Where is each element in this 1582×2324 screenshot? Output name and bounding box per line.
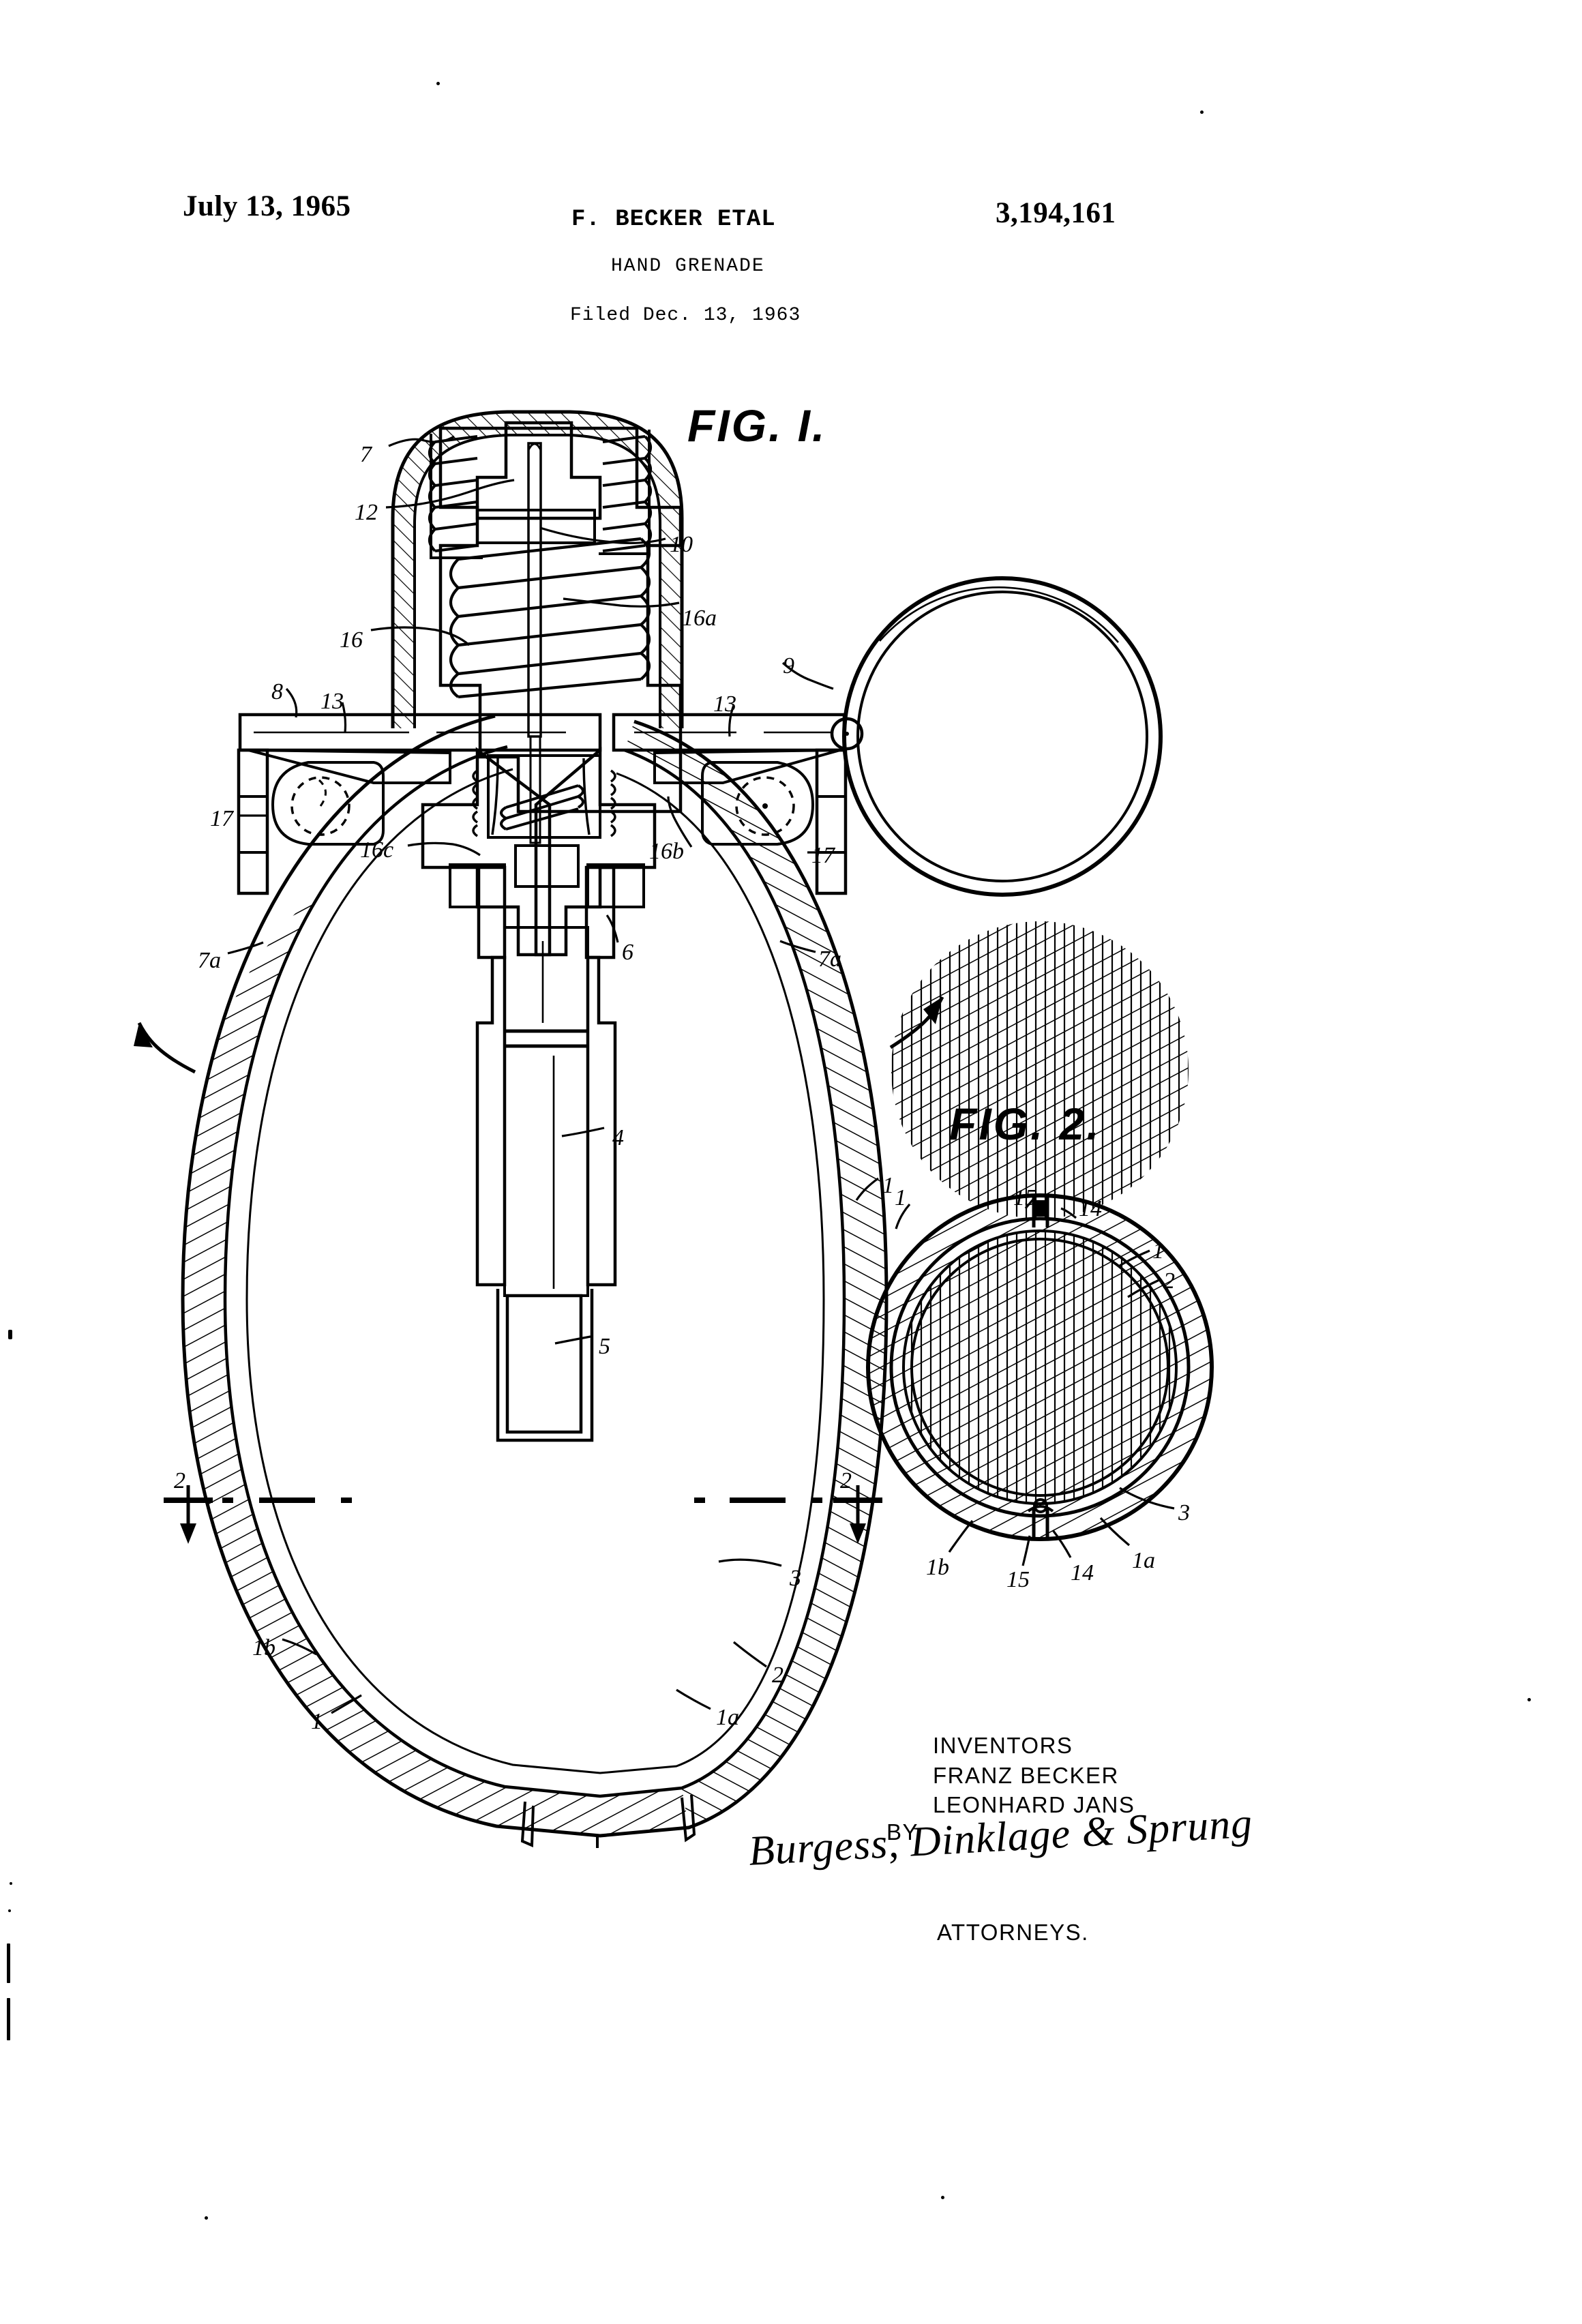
scan-speck xyxy=(1527,1698,1531,1701)
by-label: BY xyxy=(886,1819,919,1845)
safety-pin-boss-right xyxy=(701,761,815,846)
ref-label-9-fig1: 9 xyxy=(783,653,794,679)
ref-label-5-fig1: 5 xyxy=(599,1334,610,1359)
ref-label-1b-fig2: 1b xyxy=(926,1555,949,1580)
ref-label-2-fig1: 2 xyxy=(174,1468,185,1493)
fig2-cross-section xyxy=(866,921,1214,1541)
safety-pin-boss-left xyxy=(271,761,385,846)
ref-label-7a-fig1: 7a xyxy=(818,947,841,972)
scan-speck xyxy=(205,2216,208,2220)
fig1-section-line-2-2 xyxy=(164,1485,882,1544)
ref-label-1a-fig2: 1a xyxy=(1132,1548,1155,1573)
ref-label-17-fig1: 17 xyxy=(811,843,835,868)
ref-label-14-fig2: 14 xyxy=(1079,1196,1102,1221)
ref-label-13-fig1: 13 xyxy=(320,689,344,714)
ref-label-6-fig1: 6 xyxy=(622,940,633,965)
fig1-leader-lines xyxy=(227,435,879,1714)
fig2-leader-lines xyxy=(895,1196,1175,1566)
figure-1-caption: FIG. I. xyxy=(687,400,827,451)
ref-label-7-fig1: 7 xyxy=(360,442,372,467)
ref-label-1-fig2: 1 xyxy=(1152,1238,1164,1264)
ref-label-13-fig1: 13 xyxy=(713,691,736,717)
ref-label-3-fig2: 3 xyxy=(1178,1500,1190,1525)
ref-label-16c-fig1: 16c xyxy=(360,837,394,863)
fig1-fuze-body xyxy=(237,713,848,1442)
inventor-name-2: LEONHARD JANS xyxy=(933,1792,1135,1818)
fig1-pull-ring xyxy=(830,576,1163,897)
scan-speck xyxy=(436,82,440,85)
ref-label-16a-fig1: 16a xyxy=(682,606,717,631)
ref-label-16-fig1: 16 xyxy=(340,627,363,653)
inventors-heading: INVENTORS xyxy=(933,1733,1073,1758)
ref-label-2-fig1: 2 xyxy=(772,1663,783,1688)
fig1-grenade-body xyxy=(181,714,889,1848)
fig1-fuze-cap xyxy=(391,410,684,814)
ref-label-17-fig1: 17 xyxy=(210,806,233,831)
ref-label-8-fig1: 8 xyxy=(271,679,283,704)
inventors-block: INVENTORS FRANZ BECKER LEONHARD JANS xyxy=(933,1731,1135,1820)
striker-spring xyxy=(449,537,651,699)
scan-speck xyxy=(7,1998,10,2040)
scan-speck xyxy=(1200,110,1204,114)
inventor-name-1: FRANZ BECKER xyxy=(933,1762,1119,1788)
ref-label-1b-fig1: 1b xyxy=(252,1635,275,1660)
patent-number: 3,194,161 xyxy=(996,197,1116,229)
scan-speck xyxy=(10,1882,12,1885)
scan-speck xyxy=(8,1909,11,1912)
scan-speck xyxy=(7,1943,10,1983)
ref-label-1-fig1: 1 xyxy=(882,1173,894,1198)
ref-label-1-fig1: 1 xyxy=(311,1709,323,1734)
ref-label-4-fig1: 4 xyxy=(612,1125,624,1150)
ref-label-10-fig1: 10 xyxy=(670,532,693,557)
ref-label-14-fig2: 14 xyxy=(1071,1560,1094,1585)
ref-label-1a-fig1: 1a xyxy=(716,1705,739,1730)
ref-label-2-fig2: 2 xyxy=(1163,1268,1175,1294)
ref-label-15-fig2: 15 xyxy=(1006,1567,1030,1592)
filing-date: Filed Dec. 13, 1963 xyxy=(570,305,801,326)
patent-title: HAND GRENADE xyxy=(611,256,765,277)
scan-speck xyxy=(941,2196,944,2199)
ref-label-1-fig2: 1 xyxy=(895,1185,906,1210)
ref-label-7a-fig1: 7a xyxy=(198,948,221,973)
ref-label-3-fig1: 3 xyxy=(790,1566,801,1591)
inventor-heading: F. BECKER ETAL xyxy=(571,207,776,233)
ref-label-16b-fig1: 16b xyxy=(649,839,684,864)
ref-label-2-fig1: 2 xyxy=(840,1468,852,1493)
publication-date: July 13, 1965 xyxy=(183,190,351,222)
attorneys-label: ATTORNEYS. xyxy=(937,1920,1089,1945)
ref-label-15-fig2: 15 xyxy=(1013,1185,1036,1210)
ref-label-12-fig1: 12 xyxy=(355,500,378,525)
scan-speck xyxy=(8,1330,12,1339)
